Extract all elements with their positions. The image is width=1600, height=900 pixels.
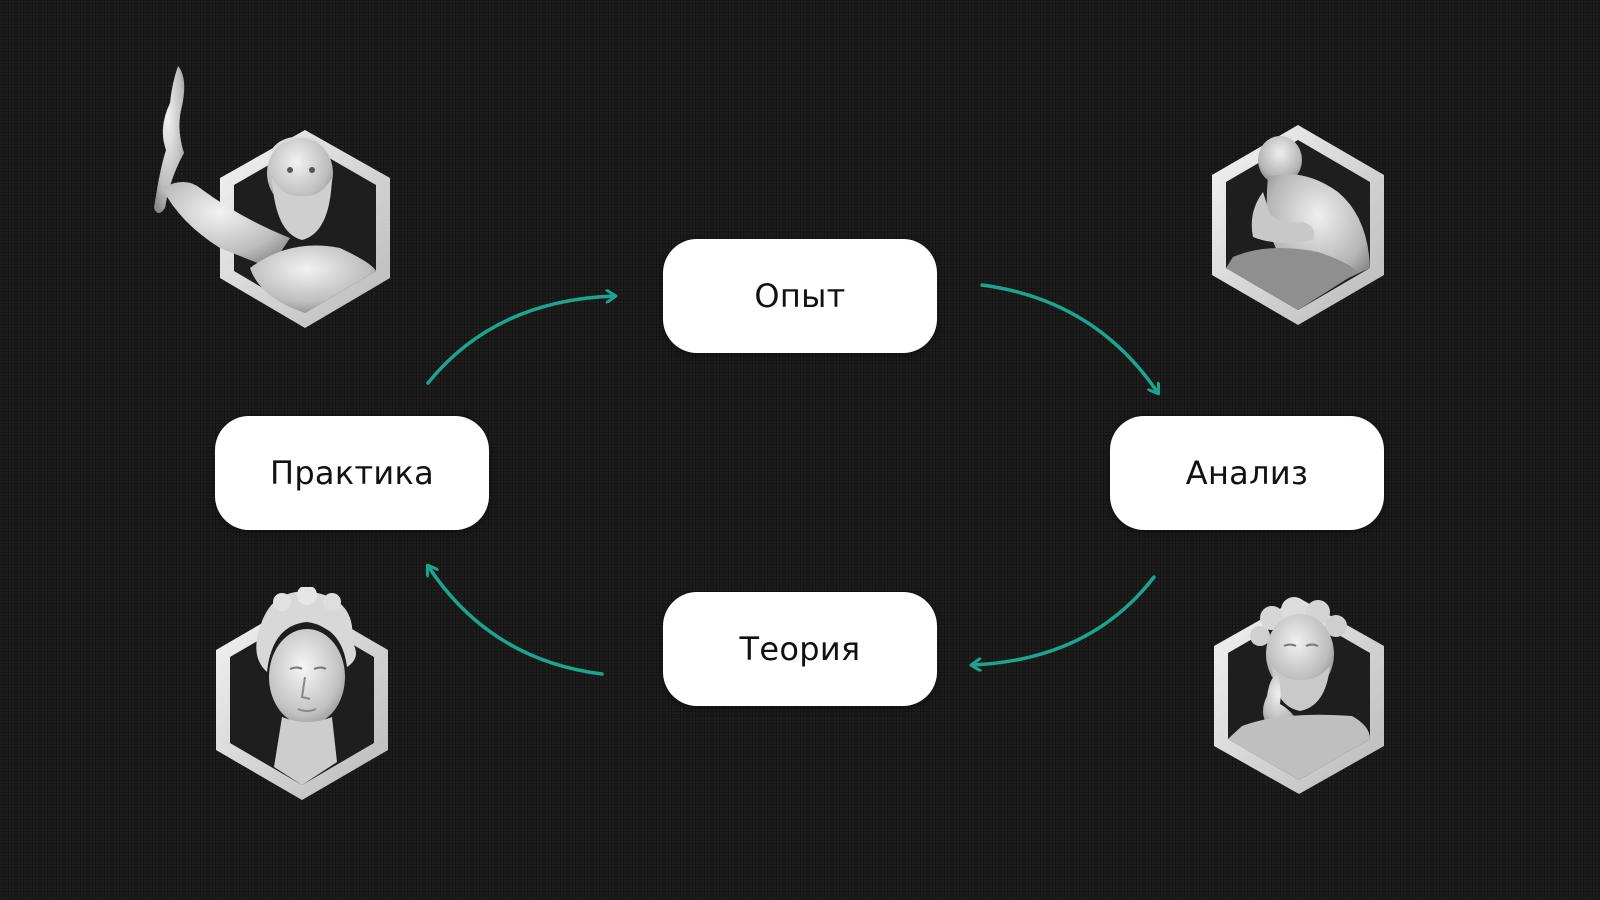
arrow-experience-to-analysis [980, 283, 1158, 393]
node-practice-label: Практика [269, 454, 435, 492]
arrow-theory-to-practice [428, 566, 604, 676]
node-practice: Практика [215, 416, 489, 530]
philosopher-statue-icon [1214, 597, 1384, 794]
arrow-analysis-to-theory [972, 575, 1156, 665]
zeus-statue-icon [154, 66, 390, 328]
node-theory: Теория [663, 592, 937, 706]
node-theory-label: Теория [739, 630, 861, 668]
node-analysis: Анализ [1110, 416, 1384, 530]
thinker-statue-icon [1212, 125, 1384, 325]
node-analysis-label: Анализ [1185, 454, 1309, 492]
node-experience-label: Опыт [754, 277, 846, 315]
arrow-practice-to-experience [426, 296, 615, 385]
node-experience: Опыт [663, 239, 937, 353]
apollo-statue-icon [216, 587, 388, 800]
